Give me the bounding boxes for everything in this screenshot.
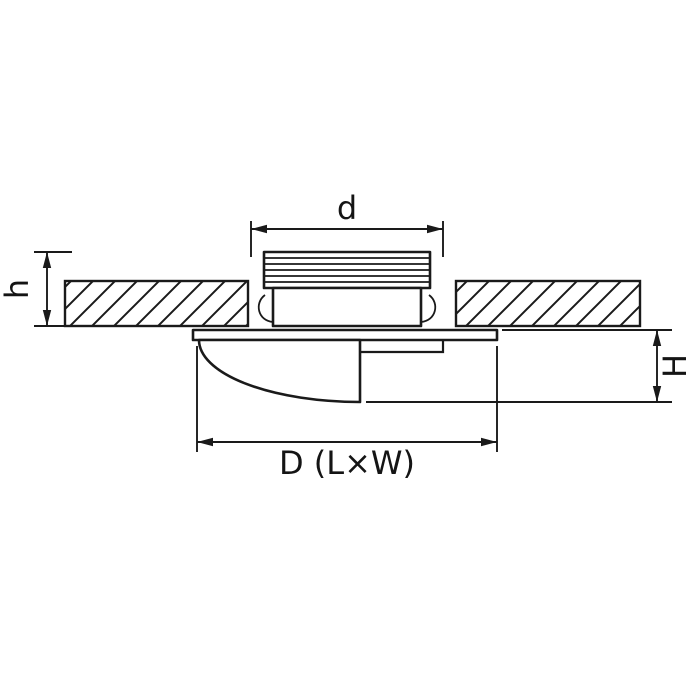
below-ceiling-assembly xyxy=(191,328,499,404)
arrowhead-down xyxy=(42,310,52,326)
ceiling-panel-right xyxy=(454,279,642,328)
lamp-can xyxy=(271,286,423,328)
arrowhead-up xyxy=(42,252,52,268)
dimension-h: h xyxy=(0,251,72,327)
ceiling-section xyxy=(63,279,642,328)
lamp-dome xyxy=(197,338,362,404)
arrowhead-left xyxy=(197,437,213,447)
dimension-d: d xyxy=(250,189,444,257)
arrowhead-down xyxy=(652,386,662,402)
dimension-label-D: D (L×W) xyxy=(279,444,415,482)
dimension-label-d: d xyxy=(337,189,357,227)
arrowhead-left xyxy=(251,224,267,234)
heatsink-fins xyxy=(264,257,430,283)
dimension-label-H: H xyxy=(656,354,694,378)
spring-clip-left xyxy=(257,294,274,323)
lamp-housing xyxy=(257,250,437,328)
dimension-H: H xyxy=(366,329,694,403)
ceiling-panel-left xyxy=(63,279,250,328)
mounting-step xyxy=(360,340,445,354)
arrowhead-right xyxy=(427,224,443,234)
trim-plate xyxy=(191,328,499,342)
dimension-label-h: h xyxy=(0,279,36,299)
dimension-D: D (L×W) xyxy=(196,346,498,482)
arrowhead-up xyxy=(652,330,662,346)
spring-clip-right xyxy=(420,294,437,323)
arrowhead-right xyxy=(481,437,497,447)
